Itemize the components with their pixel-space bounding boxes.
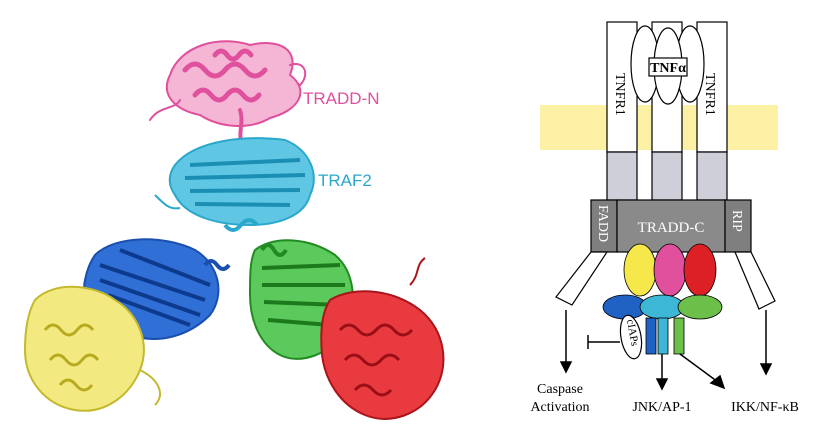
- label-tnf-alpha: TNFα: [650, 61, 686, 76]
- label-traf2: TRAF2: [318, 171, 372, 190]
- signal-arrows: [559, 310, 773, 391]
- label-ciaps: cIAPs: [624, 318, 640, 347]
- receptor-left: [606, 21, 638, 201]
- label-tnfr1-left: TNFR1: [612, 73, 627, 116]
- signaling-schematic-panel: TNFα TNFR1 TNFR1 FADD TRADD-C RIP: [500, 0, 829, 439]
- label-caspase: Caspase: [537, 382, 583, 397]
- tradd-n-domain: [149, 40, 307, 152]
- adapter-ovals: [602, 243, 723, 355]
- label-tradd-c: TRADD-C: [638, 220, 705, 236]
- label-activation: Activation: [530, 400, 589, 415]
- tnf-alpha-box: [648, 57, 688, 77]
- death-domain-complex: [590, 199, 752, 253]
- label-rip: RIP: [729, 210, 744, 232]
- traf-yellow-domain: [23, 285, 161, 412]
- label-tradd-n: TRADD-N: [303, 89, 380, 108]
- label-jnk-ap1: JNK/AP-1: [632, 400, 691, 415]
- inhibition-line: [587, 335, 620, 349]
- traf2-domain: [154, 137, 315, 232]
- label-ikk-nfkb: IKK/NF-κB: [731, 400, 799, 415]
- ciaps-oval: [619, 314, 643, 360]
- diagonal-arms: [555, 251, 776, 310]
- tnfr-schematic: TNFα TNFR1 TNFR1 FADD TRADD-C RIP: [530, 21, 799, 415]
- ribbon-structure: TRADD-N TRAF2: [23, 40, 445, 420]
- traf-red-domain: [320, 257, 445, 420]
- label-fadd: FADD: [595, 205, 610, 242]
- label-tnfr1-right: TNFR1: [702, 73, 717, 116]
- crystal-structure-panel: TRADD-N TRAF2: [23, 40, 445, 420]
